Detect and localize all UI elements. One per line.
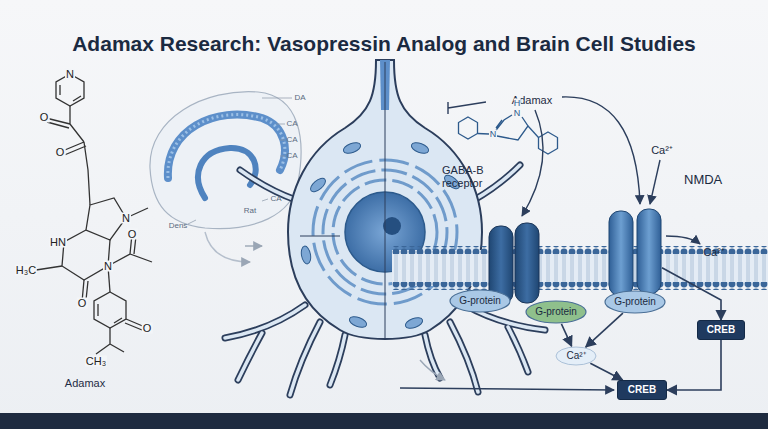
region-label: CA [286,120,297,128]
footer-bar [0,413,768,429]
cell-membrane [392,246,768,290]
atom-symbol: O [55,147,66,158]
node-text-area: G-protein [525,300,587,324]
node-label: CREB [707,325,735,336]
atom-symbol: N [490,130,497,139]
region-label: CA [286,136,297,144]
node-text-area: G-protein [604,290,666,314]
chemical-structure [36,74,152,354]
atom-symbol: O [77,298,88,309]
node-text-area: Ca²⁺ [555,346,597,366]
transcription-box: CREB [617,380,667,400]
region-label: Rat [244,207,256,215]
ion-label: Ca²⁺ [651,145,673,156]
region-label: CA [286,152,297,160]
signal-arrow [667,340,721,390]
atom-symbol: N [65,69,75,80]
atom-symbol: H₃C [15,265,37,276]
receptor-channel: NMDA [608,208,662,298]
region-label: CA [270,195,281,203]
atom-symbol: N [103,261,113,272]
node-label: G-protein [459,296,501,307]
protein-oval: G-protein [525,300,587,324]
signal-arrow [561,324,571,346]
hippocampus [150,92,301,229]
node-label: Ca²⁺ [566,351,585,362]
node-text-area: G-protein [449,289,511,313]
receptor-label: GABA-B receptor [442,164,514,190]
signal-arrow [590,363,622,380]
pathway-arrows [205,97,700,390]
region-label: Dens [169,222,188,230]
protein-oval: G-protein [449,289,511,313]
node-label: CREB [628,385,656,396]
diagram-title: Adamax Research: Vasopressin Analog and … [0,32,768,55]
atom-symbol: HN [49,237,67,248]
atom-symbol: CH₃ [85,356,107,367]
compound-name: Adamax [65,378,105,389]
neuron [225,60,545,395]
atom-symbol: N [514,109,521,118]
atom-symbol: O [142,323,153,334]
node-text-area: CREB [698,321,744,339]
signal-arrow [586,313,623,347]
atom-symbol: H [514,99,521,108]
signal-arrow [662,268,721,320]
atom-symbol: O [39,112,50,123]
receptor-label: NMDA [684,172,744,188]
atom-symbol: O [127,229,138,240]
protein-oval: G-protein [604,290,666,314]
region-label: DA [294,94,305,102]
protein-oval: Ca²⁺ [555,346,597,366]
ion-label: Ca²⁺ [703,247,725,258]
transcription-box: CREB [697,320,745,340]
node-label: G-protein [535,307,577,318]
atom-symbol: N [121,213,131,224]
node-label: G-protein [614,297,656,308]
node-text-area: CREB [618,381,666,399]
